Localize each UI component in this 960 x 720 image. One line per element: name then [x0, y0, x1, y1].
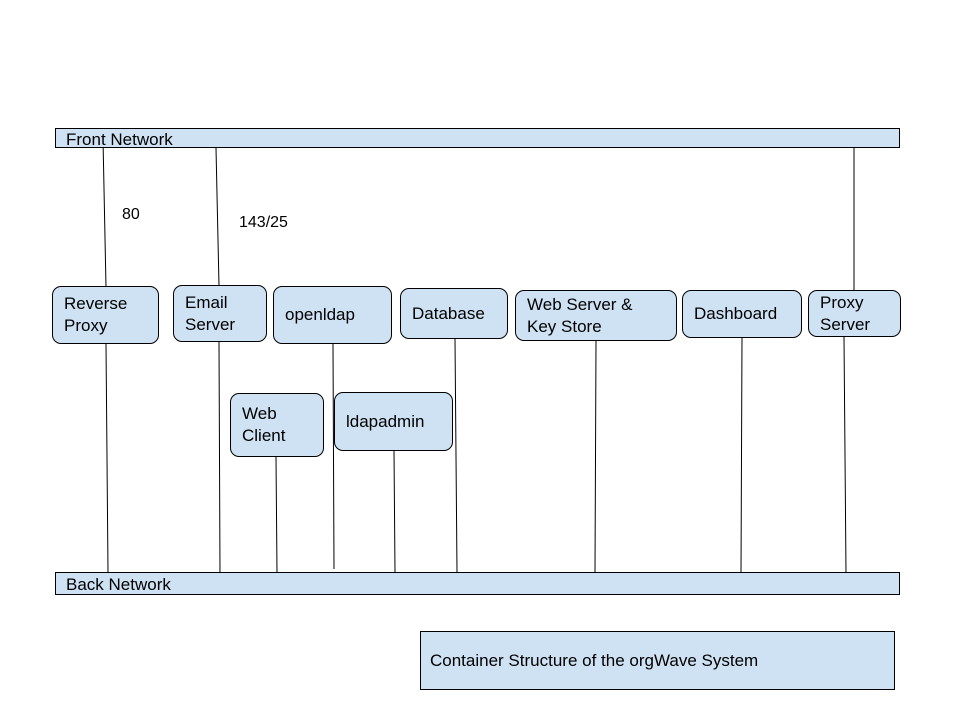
web-server-key-store-box: Web Server & Key Store	[515, 290, 677, 341]
web-client-back-link	[275, 456, 278, 574]
front-network-label: Front Network	[66, 130, 173, 149]
dashboard-back-link	[740, 337, 743, 573]
reverse-proxy-back-link	[105, 343, 109, 573]
port-label-reverse-proxy: 80	[122, 206, 140, 223]
web-client-box: Web Client	[230, 393, 324, 457]
diagram-caption: Container Structure of the orgWave Syste…	[420, 631, 895, 690]
port-label-email-server: 143/25	[239, 214, 288, 231]
openldap-box: openldap	[273, 286, 392, 344]
ldapadmin-box: ldapadmin	[334, 392, 453, 451]
web-server-back-link	[594, 340, 597, 573]
ldapadmin-back-link	[393, 450, 396, 573]
openldap-back-link	[332, 343, 335, 570]
reverse-proxy-front-link	[102, 138, 107, 288]
dashboard-box: Dashboard	[682, 290, 802, 338]
front-network-bar: Front Network	[55, 128, 900, 148]
email-server-back-link	[218, 341, 221, 575]
proxy-server-box: Proxy Server	[808, 290, 901, 337]
email-server-front-link	[215, 147, 220, 287]
back-network-label: Back Network	[66, 575, 171, 594]
email-server-box: Email Server	[173, 285, 267, 342]
proxy-server-back-link	[843, 336, 847, 574]
database-box: Database	[400, 288, 508, 339]
reverse-proxy-box: Reverse Proxy	[52, 286, 159, 344]
back-network-bar: Back Network	[55, 572, 900, 595]
database-back-link	[454, 338, 458, 573]
